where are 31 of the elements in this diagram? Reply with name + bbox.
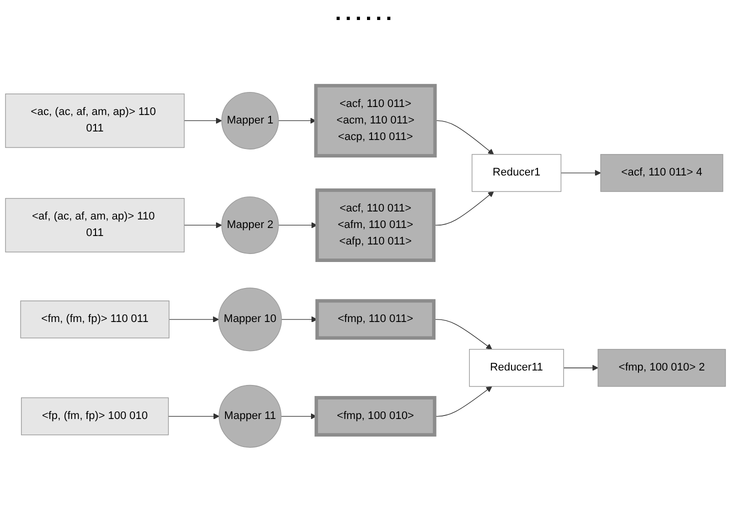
arrow: [184, 222, 222, 228]
node-circle: Mapper 2: [221, 196, 279, 254]
arrow: [433, 191, 494, 226]
node-box: Reducer1: [472, 154, 562, 192]
arrow: [563, 364, 598, 371]
node-box: <acf, 110 011> <afm, 110 011> <afp, 110 011>: [315, 188, 436, 262]
arrow: [560, 170, 601, 176]
node-box: Reducer11: [469, 348, 564, 387]
node-box: <fp, (fm, fp)> 100 010: [21, 397, 169, 436]
arrow: [168, 316, 219, 322]
node-box: <fm, (fm, fp)> 110 011: [20, 300, 170, 338]
node-circle: Mapper 11: [218, 384, 282, 448]
arrow: [278, 118, 316, 124]
node-box: <acf, 110 011> <acm, 110 011> <acp, 110 011>: [314, 84, 437, 158]
arrow: [281, 316, 318, 322]
node-circle: Mapper 10: [218, 288, 282, 352]
arrow: [280, 413, 317, 420]
node-box: <acf, 110 011> 4: [600, 154, 724, 192]
arrow: [278, 222, 318, 228]
node-box: <fmp, 100 010> 2: [598, 348, 726, 387]
node-box: <fmp, 110 011>: [315, 299, 436, 340]
ellipsis-text: ......: [335, 0, 396, 26]
arrow: [184, 118, 222, 124]
arrow: [168, 413, 220, 420]
node-circle: Mapper 1: [221, 92, 279, 150]
node-box: <ac, (ac, af, am, ap)> 110 011: [5, 94, 185, 148]
node-box: <af, (ac, af, am, ap)> 110 011: [5, 198, 185, 252]
arrow: [434, 120, 494, 155]
arrow: [433, 319, 492, 350]
arrow: [434, 386, 492, 417]
node-box: <fmp, 100 010>: [314, 396, 436, 437]
